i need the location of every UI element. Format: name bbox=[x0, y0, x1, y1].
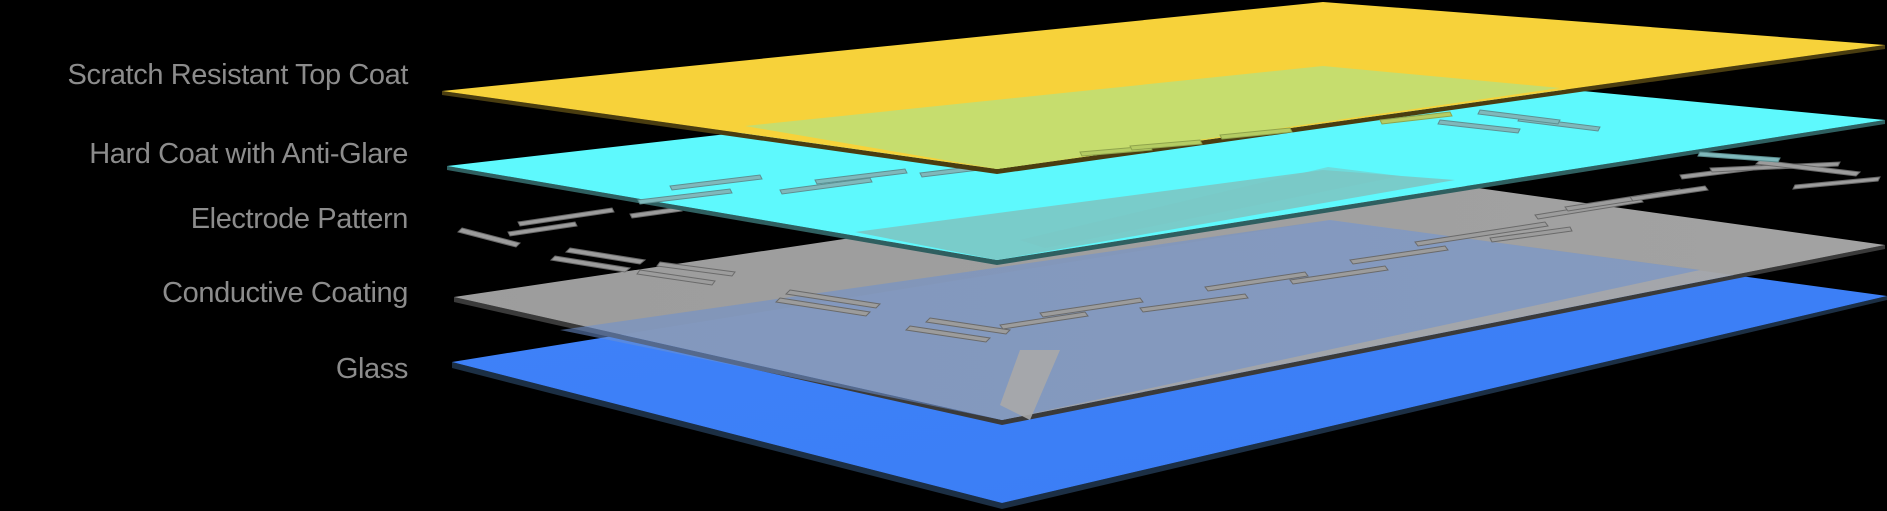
label-conductive-coating: Conductive Coating bbox=[162, 277, 408, 309]
layer-electrode-pattern bbox=[457, 159, 1881, 343]
layer-scratch-resistant-top-coat bbox=[442, 2, 1885, 174]
label-glass: Glass bbox=[335, 353, 409, 385]
layer-labels: Scratch Resistant Top Coat Hard Coat wit… bbox=[0, 0, 412, 511]
layer-conductive-coating bbox=[454, 167, 1885, 425]
label-electrode-pattern: Electrode Pattern bbox=[190, 203, 409, 235]
layer-hard-coat-anti-glare bbox=[447, 66, 1885, 265]
label-scratch-resistant-top-coat: Scratch Resistant Top Coat bbox=[67, 59, 409, 91]
label-hard-coat-anti-glare: Hard Coat with Anti-Glare bbox=[89, 138, 408, 170]
